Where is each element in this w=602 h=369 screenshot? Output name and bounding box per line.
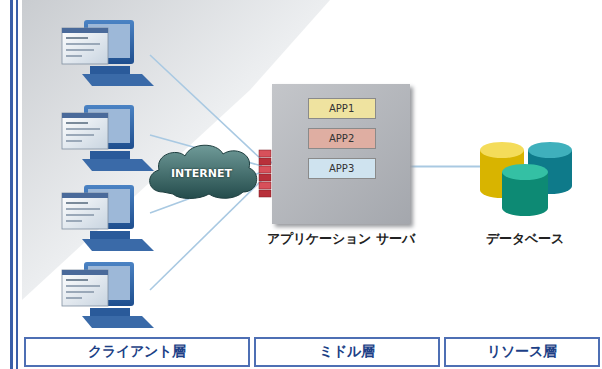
client-pc (62, 105, 154, 171)
tier-label: ミドル層 (319, 343, 375, 361)
app-node: APP3 (308, 158, 376, 179)
server-node: アプリケーション サーバAPP1APP2APP3 (272, 84, 412, 250)
client-pc (62, 185, 154, 251)
app-label: APP3 (329, 163, 354, 174)
app-node: APP2 (308, 128, 376, 149)
tier-node: ミドル層 (254, 337, 440, 367)
server-label: アプリケーション サーバ (267, 230, 415, 248)
tier-label: クライアント層 (88, 343, 186, 361)
client-pc (62, 262, 154, 328)
client-link (150, 55, 262, 290)
db-node: データベース (462, 130, 588, 250)
cloud-node: INTERNET (143, 140, 261, 202)
tier-label: リソース層 (487, 343, 557, 361)
db-label: データベース (486, 230, 564, 248)
connector (410, 166, 480, 168)
database-cylinders (472, 136, 582, 222)
firewall (259, 150, 271, 197)
tier-node: リソース層 (444, 337, 600, 367)
app-node: APP1 (308, 98, 376, 119)
app-label: APP2 (329, 133, 354, 144)
client-pc (62, 20, 154, 86)
tier-node: クライアント層 (24, 337, 250, 367)
cloud-label: INTERNET (171, 167, 232, 180)
app-label: APP1 (329, 103, 354, 114)
